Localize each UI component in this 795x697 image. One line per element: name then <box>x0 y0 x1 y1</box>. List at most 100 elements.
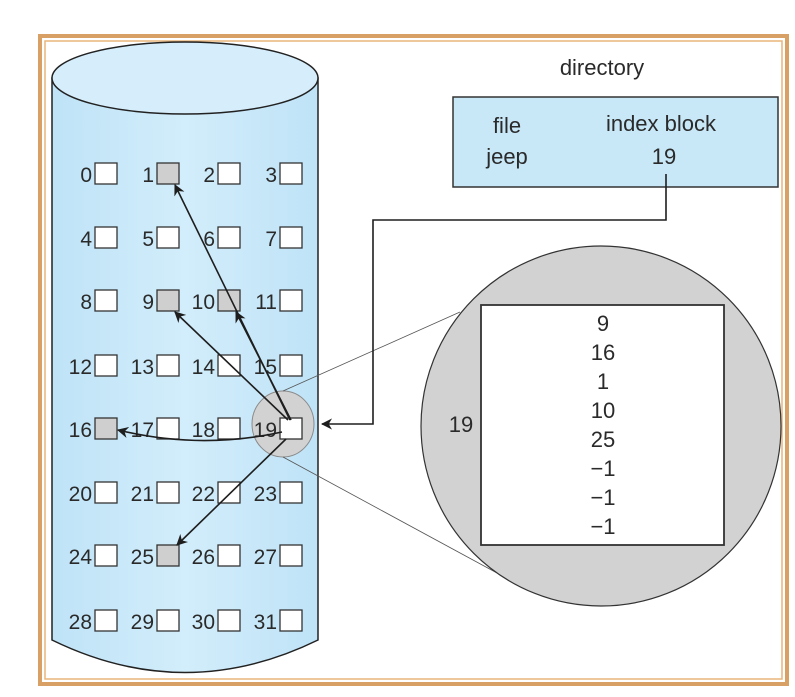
block-square-free <box>217 481 241 504</box>
block-number: 5 <box>142 228 154 251</box>
disk-cylinder <box>51 41 319 674</box>
block-number: 20 <box>69 483 92 506</box>
disk-block: 9 <box>142 289 180 314</box>
disk-block: 8 <box>80 289 118 314</box>
block-square-free <box>94 354 118 377</box>
disk-block: 20 <box>69 481 118 506</box>
index-entry: −1 <box>590 485 615 510</box>
block-number: 4 <box>80 228 92 251</box>
block-number: 6 <box>203 228 215 251</box>
block-number: 19 <box>254 419 277 442</box>
block-square-free <box>279 289 303 312</box>
block-square-free <box>156 226 180 249</box>
pointer-arrow-to-block-16 <box>116 426 283 442</box>
block-square-free <box>279 162 303 185</box>
disk-block: 24 <box>69 544 118 569</box>
disk-block: 31 <box>254 609 303 634</box>
disk-block: 2 <box>203 162 241 187</box>
block-square-free <box>279 417 303 440</box>
block-number: 14 <box>192 356 216 379</box>
block-square-free <box>279 354 303 377</box>
block-number: 13 <box>131 356 154 379</box>
block-number: 17 <box>131 419 154 442</box>
directory-pointer <box>320 174 667 430</box>
block-square-used <box>156 162 180 185</box>
disk-block: 30 <box>192 609 241 634</box>
block-number: 0 <box>80 164 92 187</box>
directory-entry-index: 19 <box>652 144 676 169</box>
block-number: 28 <box>69 611 92 634</box>
block-square-free <box>217 354 241 377</box>
index-entry: 1 <box>597 369 609 394</box>
index-entry: 10 <box>591 398 615 423</box>
block-square-free <box>217 417 241 440</box>
block-number: 15 <box>254 356 277 379</box>
block-square-free <box>279 481 303 504</box>
disk-block: 17 <box>131 417 180 442</box>
disk-block: 5 <box>142 226 180 251</box>
index-entry: 25 <box>591 427 615 452</box>
directory-header-file: file <box>493 113 521 138</box>
disk-block: 26 <box>192 544 241 569</box>
block-number: 2 <box>203 164 215 187</box>
block-square-free <box>217 544 241 567</box>
block-square-free <box>217 226 241 249</box>
disk-block: 4 <box>80 226 118 251</box>
block-number: 21 <box>131 483 154 506</box>
block-number: 29 <box>131 611 154 634</box>
block-square-free <box>94 226 118 249</box>
block-number: 8 <box>80 291 92 314</box>
disk-block: 23 <box>254 481 303 506</box>
disk-block: 3 <box>265 162 303 187</box>
block-square-free <box>94 544 118 567</box>
block-number: 22 <box>192 483 215 506</box>
block-number: 26 <box>192 546 215 569</box>
block-square-free <box>156 417 180 440</box>
block-square-free <box>156 354 180 377</box>
projection-lines <box>282 311 498 574</box>
disk-block: 13 <box>131 354 180 379</box>
block-number: 11 <box>255 291 277 314</box>
block-number: 24 <box>69 546 93 569</box>
block-square-used <box>156 289 180 312</box>
directory-entry-file: jeep <box>485 144 528 169</box>
disk-block: 7 <box>265 226 303 251</box>
block-square-free <box>217 609 241 632</box>
block-square-free <box>94 481 118 504</box>
block-number: 18 <box>192 419 215 442</box>
block-number: 31 <box>254 611 277 634</box>
block-number: 3 <box>265 164 277 187</box>
pointer-arrows <box>116 183 292 546</box>
disk-block: 14 <box>192 354 241 379</box>
block-square-free <box>94 289 118 312</box>
index-block-table <box>480 304 725 546</box>
disk-block: 15 <box>254 354 303 379</box>
pointer-arrow-to-block-10 <box>235 311 292 421</box>
block-square-used <box>156 544 180 567</box>
block-square-free <box>94 609 118 632</box>
directory: directory file index block jeep 19 <box>452 55 779 188</box>
index-entry: −1 <box>590 514 615 539</box>
block-square-free <box>279 544 303 567</box>
block-number: 30 <box>192 611 215 634</box>
block-number: 16 <box>69 419 92 442</box>
disk-block: 11 <box>255 289 303 314</box>
disk-block: 12 <box>69 354 118 379</box>
disk-block: 6 <box>203 226 241 251</box>
block-number: 12 <box>69 356 92 379</box>
disk-top <box>51 41 319 115</box>
block-square-free <box>279 609 303 632</box>
index-entry: 9 <box>597 311 609 336</box>
disk-block: 18 <box>192 417 241 442</box>
disk-block: 28 <box>69 609 118 634</box>
block-square-free <box>156 481 180 504</box>
block-number: 1 <box>142 164 154 187</box>
block-square-used <box>217 289 241 312</box>
directory-title: directory <box>560 55 644 80</box>
block-number: 25 <box>131 546 154 569</box>
disk-block: 21 <box>131 481 180 506</box>
directory-table <box>452 96 779 188</box>
